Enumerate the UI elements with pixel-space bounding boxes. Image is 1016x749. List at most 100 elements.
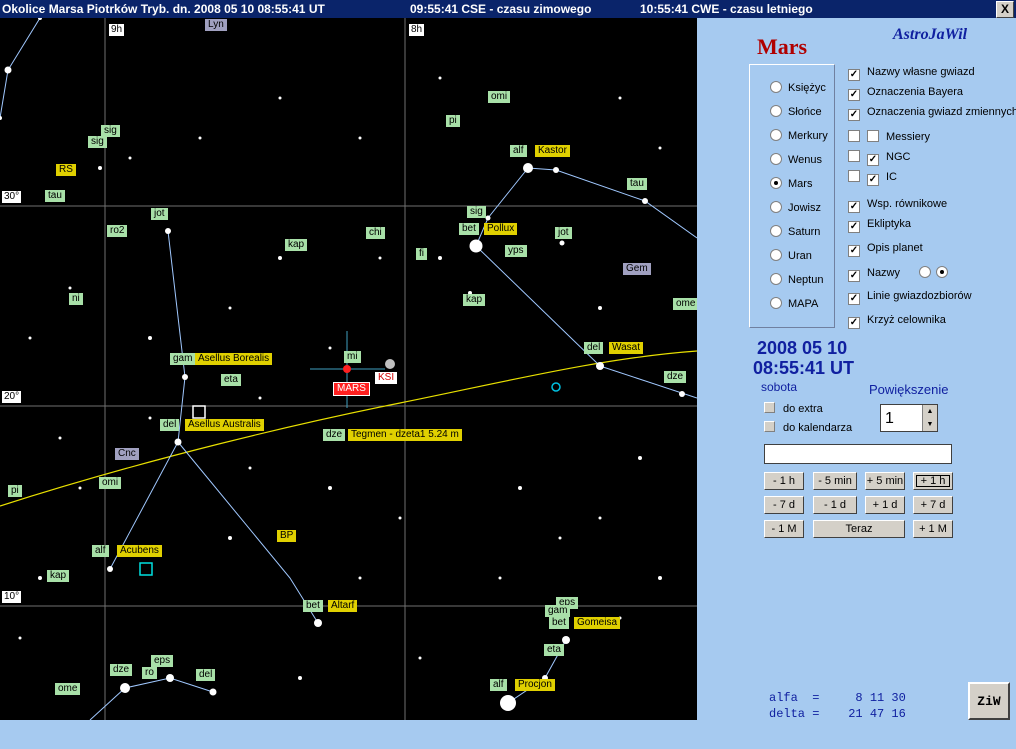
radio-icon	[770, 249, 782, 261]
plus-1h-button[interactable]: + 1 h	[913, 472, 953, 490]
minus-7d-button[interactable]: - 7 d	[764, 496, 804, 514]
checkbox-empty-icon	[764, 402, 775, 413]
checkbox-nazwy-wlasne[interactable]: ✓Nazwy własne gwiazd	[848, 66, 975, 81]
star-label: pi	[446, 115, 460, 127]
check-icon: ✓	[848, 69, 860, 81]
radio-jowisz[interactable]: Jowisz	[770, 201, 821, 214]
radio-ksiezyc[interactable]: Księżyc	[770, 81, 826, 94]
star-label: del	[160, 419, 180, 431]
minus-1h-button[interactable]: - 1 h	[764, 472, 804, 490]
star-label: sig	[88, 136, 107, 148]
star-label: omi	[99, 477, 122, 489]
minus-1d-button[interactable]: - 1 d	[813, 496, 857, 514]
radio-mapa[interactable]: MAPA	[770, 297, 818, 310]
stars	[0, 18, 685, 711]
teraz-button[interactable]: Teraz	[813, 520, 905, 538]
star-label: alf	[510, 145, 527, 157]
checkbox-ekliptyka[interactable]: ✓Ekliptyka	[848, 218, 912, 233]
plus-1d-button[interactable]: + 1 d	[865, 496, 905, 514]
star-label: KSI	[375, 372, 398, 384]
radio-wenus[interactable]: Wenus	[770, 153, 822, 166]
dec-label-10: 10°	[2, 591, 22, 603]
radio-icon	[770, 105, 782, 117]
planet-selector: Księżyc Słońce Merkury Wenus Mars Jowisz…	[749, 64, 835, 328]
constellation-lyn: Lyn	[205, 19, 227, 31]
check-icon: ✓	[848, 221, 860, 233]
star-label: pi	[8, 485, 22, 497]
star-label: gam	[170, 353, 196, 365]
star-label: gam	[545, 605, 571, 617]
plus-7d-button[interactable]: + 7 d	[913, 496, 953, 514]
cwe-time: 10:55:41 CWE - czasu letniego	[640, 2, 813, 16]
star-label: eta	[544, 644, 564, 656]
star-label: eta	[221, 374, 241, 386]
zoom-spinner[interactable]: 1 ▲ ▼	[880, 404, 938, 432]
close-button[interactable]: X	[996, 1, 1014, 18]
star-label: kap	[285, 239, 308, 251]
dec-label-30: 30°	[2, 191, 22, 203]
star-label: mi	[344, 351, 361, 363]
plus-5min-button[interactable]: + 5 min	[865, 472, 905, 490]
checkbox-linie[interactable]: ✓Linie gwiazdozbiorów	[848, 290, 972, 305]
radio-neptun[interactable]: Neptun	[770, 273, 823, 286]
checkbox-opis[interactable]: ✓Opis planet	[848, 242, 923, 257]
nazwy-radio-1[interactable]	[919, 266, 937, 279]
minus-5min-button[interactable]: - 5 min	[813, 472, 857, 490]
sky-map[interactable]: 9h 8h 30° 20° 10° Lyn omi pi sig sig RS …	[0, 18, 697, 720]
mars-marker	[343, 365, 351, 373]
checkbox-wsp[interactable]: ✓Wsp. równikowe	[848, 198, 948, 213]
minus-1M-button[interactable]: - 1 M	[764, 520, 804, 538]
star-label: kap	[463, 294, 486, 306]
checkbox-nazwy[interactable]: ✓Nazwy	[848, 266, 949, 282]
checkbox-empty-icon	[764, 421, 775, 432]
cse-time: 09:55:41 CSE - czasu zimowego	[410, 2, 592, 16]
nazwy-radio-2[interactable]	[936, 266, 954, 279]
planet-title: Mars	[757, 34, 808, 59]
star-name-label: Kastor	[535, 145, 570, 157]
star-label: bet	[549, 617, 569, 629]
checkbox-bayer[interactable]: ✓Oznaczenia Bayera	[848, 86, 963, 101]
checkbox-ic[interactable]: ✓IC	[848, 170, 897, 186]
checkbox-do-extra[interactable]: do extra	[764, 402, 823, 415]
spin-down-icon[interactable]: ▼	[926, 421, 934, 428]
checkbox-empty-icon	[848, 170, 860, 182]
checkbox-ngc[interactable]: ✓NGC	[848, 150, 910, 166]
star-label: ro	[142, 667, 157, 679]
check-icon: ✓	[867, 174, 879, 186]
checkbox-krzyz[interactable]: ✓Krzyż celownika	[848, 314, 946, 329]
app-brand: AstroJaWil	[893, 26, 968, 43]
radio-slonce[interactable]: Słońce	[770, 105, 822, 118]
star-name-label: Asellus Borealis	[195, 353, 273, 365]
radio-icon	[770, 225, 782, 237]
radio-saturn[interactable]: Saturn	[770, 225, 820, 238]
star-label: sig	[467, 206, 486, 218]
checkbox-zmienne[interactable]: ✓Oznaczenia gwiazd zmiennych	[848, 106, 1016, 121]
zoom-value: 1	[885, 410, 894, 427]
check-icon: ✓	[848, 109, 860, 121]
radio-uran[interactable]: Uran	[770, 249, 812, 262]
star-label: alf	[490, 679, 507, 691]
check-icon: ✓	[848, 245, 860, 257]
ngc-marker	[551, 382, 561, 392]
star-label: del	[196, 669, 216, 681]
star-name-label: Asellus Australis	[185, 419, 264, 431]
star-label: bet	[303, 600, 323, 612]
star-label: tau	[45, 190, 65, 202]
radio-merkury[interactable]: Merkury	[770, 129, 828, 142]
checkbox-empty-icon	[867, 130, 879, 142]
current-time: 08:55:41 UT	[753, 358, 855, 378]
star-label: del	[584, 342, 604, 354]
mars-label: MARS	[333, 382, 370, 396]
star-label: ni	[69, 293, 83, 305]
radio-mars[interactable]: Mars	[770, 177, 812, 190]
star-label: dze	[323, 429, 346, 441]
checkbox-do-kalendarza[interactable]: do kalendarza	[764, 421, 852, 434]
constellation-cnc: Cnc	[115, 448, 139, 460]
checkbox-messier[interactable]: Messiery	[848, 130, 930, 143]
star-label: jot	[151, 208, 168, 220]
spin-up-icon[interactable]: ▲	[926, 408, 934, 415]
text-input[interactable]	[764, 444, 952, 464]
ziw-button[interactable]: ZiW	[968, 682, 1010, 720]
plus-1M-button[interactable]: + 1 M	[913, 520, 953, 538]
check-icon: ✓	[848, 270, 860, 282]
